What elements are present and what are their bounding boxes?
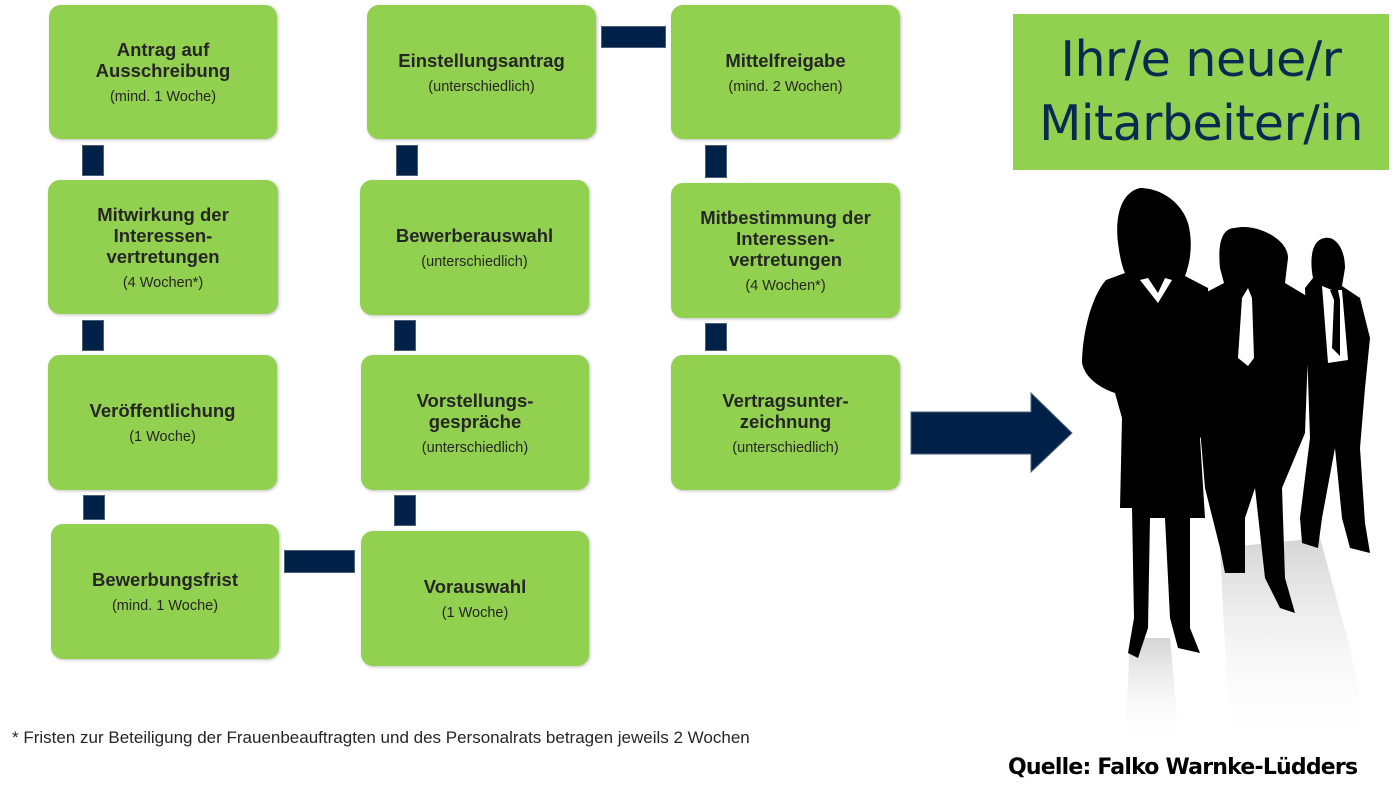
step-duration: (4 Wochen*): [122, 274, 204, 291]
step-duration: (mind. 2 Wochen): [728, 78, 843, 95]
step-duration: (1 Woche): [129, 429, 196, 445]
step-title: Mitbestimmung der Interessen- vertretung…: [700, 207, 871, 270]
step-duration: (unterschiedlich): [732, 439, 839, 456]
step-duration: (4 Wochen*): [745, 278, 826, 294]
source-credit: Quelle: Falko Warnke-Lüdders: [1008, 755, 1358, 780]
step-title: Mittelfreigabe: [725, 49, 846, 71]
connector: [601, 26, 666, 48]
step-duration: (unterschiedlich): [421, 439, 529, 456]
step-duration: (mind. 1 Woche): [109, 89, 217, 105]
connector: [396, 145, 418, 176]
step-vertragsunterzeichnung: Vertragsunter- zeichnung (unterschiedlic…: [671, 355, 900, 490]
step-mitbestimmung: Mitbestimmung der Interessen- vertretung…: [671, 183, 900, 318]
connector: [83, 495, 105, 520]
reflection: [1125, 538, 1370, 748]
man-right-tie: [1330, 290, 1340, 356]
step-mitwirkung: Mitwirkung der Interessen- vertretungen …: [48, 180, 278, 314]
step-bewerbungsfrist: Bewerbungsfrist (mind. 1 Woche): [51, 524, 279, 659]
step-duration: (unterschiedlich): [428, 78, 535, 95]
step-title: Veröffentlichung: [89, 400, 236, 421]
step-title: Antrag auf Ausschreibung: [95, 39, 231, 81]
step-vorstellungsgespraeche: Vorstellungs- gespräche (unterschiedlich…: [361, 355, 589, 490]
headline-banner: Ihr/e neue/r Mitarbeiter/in: [1013, 14, 1389, 170]
step-duration: (mind. 1 Woche): [111, 598, 219, 614]
step-duration: (1 Woche): [441, 605, 509, 621]
step-mittelfreigabe: Mittelfreigabe (mind. 2 Wochen): [671, 5, 900, 139]
step-bewerberauswahl: Bewerberauswahl (unterschiedlich): [360, 180, 589, 315]
step-veroeffentlichung: Veröffentlichung (1 Woche): [48, 355, 277, 490]
step-einstellungsantrag: Einstellungsantrag (unterschiedlich): [367, 5, 596, 139]
man-right-silhouette: [1300, 237, 1370, 553]
step-antrag-auf-ausschreibung: Antrag auf Ausschreibung (mind. 1 Woche): [49, 5, 277, 139]
step-title: Mitwirkung der Interessen- vertretungen: [97, 203, 229, 267]
connector: [284, 550, 355, 573]
step-duration: (unterschiedlich): [421, 254, 528, 270]
step-title: Vertragsunter- zeichnung: [722, 389, 849, 432]
man-center-silhouette: [1200, 227, 1310, 613]
step-title: Bewerbungsfrist: [92, 569, 238, 590]
woman-silhouette: [1082, 188, 1210, 658]
connector: [705, 145, 727, 178]
connector: [82, 320, 104, 351]
connector: [82, 145, 104, 176]
step-title: Bewerberauswahl: [395, 225, 554, 246]
headline-line-2: Mitarbeiter/in: [1039, 95, 1363, 152]
step-title: Vorauswahl: [423, 576, 527, 597]
connector: [705, 323, 727, 351]
connector: [394, 495, 416, 526]
headline-line-1: Ihr/e neue/r: [1060, 31, 1342, 88]
business-people-silhouette-icon: [1082, 188, 1370, 748]
footnote: * Fristen zur Beteiligung der Frauenbeau…: [12, 728, 750, 747]
arrow-right-icon: [910, 392, 1073, 474]
woman-collar: [1140, 278, 1172, 303]
man-center-tie: [1238, 288, 1254, 366]
step-title: Einstellungsantrag: [398, 49, 565, 71]
connector: [394, 320, 416, 351]
step-vorauswahl: Vorauswahl (1 Woche): [361, 531, 589, 666]
step-title: Vorstellungs- gespräche: [416, 389, 534, 432]
